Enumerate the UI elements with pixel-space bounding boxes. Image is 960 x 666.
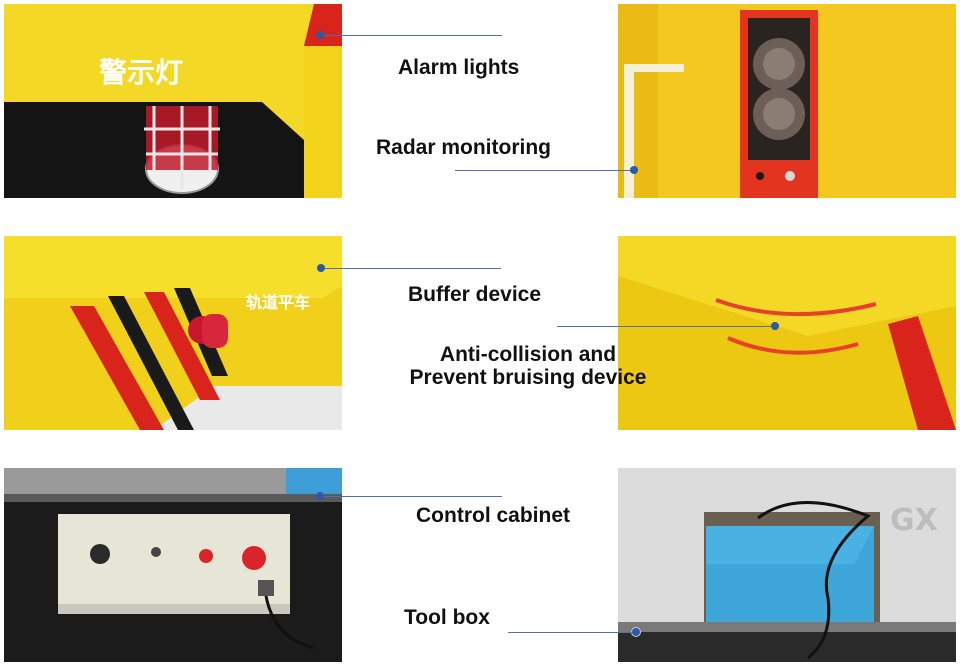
tool-box-connector	[508, 632, 634, 633]
alarm-light-photo: 警示灯	[4, 4, 342, 198]
tool-box-illustration: GX	[618, 468, 956, 662]
control-cabinet-label: Control cabinet	[416, 504, 571, 527]
alarm-light-illustration: 警示灯	[4, 4, 342, 198]
anti-collision-photo	[618, 236, 956, 430]
anti-collision-connector	[557, 326, 775, 327]
buffer-red-stripe	[70, 306, 164, 430]
alarm-lights-connector	[324, 35, 502, 36]
tool-box-photo: GX	[618, 468, 956, 662]
control-cabinet-connector	[324, 496, 502, 497]
tool-box-pointer-dot	[632, 628, 640, 636]
anti-collision-illustration	[618, 236, 956, 430]
anti-collision-pointer-dot	[771, 322, 779, 330]
radar-monitoring-connector	[455, 170, 631, 171]
radar-monitoring-label: Radar monitoring	[376, 136, 552, 159]
buffer-pointer-dot	[317, 264, 325, 272]
alarm-lights-pointer-dot	[316, 31, 324, 39]
buffer-connector	[325, 268, 501, 269]
tool-box-mark-text: GX	[890, 503, 938, 538]
rail-car-sign-text: 轨道平车	[246, 293, 310, 312]
tool-box-label: Tool box	[404, 606, 490, 629]
anti-collision-label-line1: Anti-collision and	[439, 343, 617, 366]
radar-photo	[618, 4, 956, 198]
radar-illustration	[618, 4, 956, 198]
control-cabinet-pointer-dot	[316, 492, 324, 500]
alarm-sign-text: 警示灯	[99, 56, 183, 89]
control-cabinet-photo	[4, 468, 342, 662]
buffer-illustration: 轨道平车	[4, 236, 342, 430]
buffer-device-label: Buffer device	[408, 283, 542, 306]
buffer-photo: 轨道平车	[4, 236, 342, 430]
radar-monitoring-pointer-dot	[630, 166, 638, 174]
anti-collision-label: Anti-collision and Prevent bruising devi…	[398, 343, 658, 389]
control-cabinet-illustration	[4, 468, 342, 662]
anti-collision-label-line2: Prevent bruising device	[409, 366, 647, 390]
alarm-lights-label: Alarm lights	[398, 56, 520, 79]
